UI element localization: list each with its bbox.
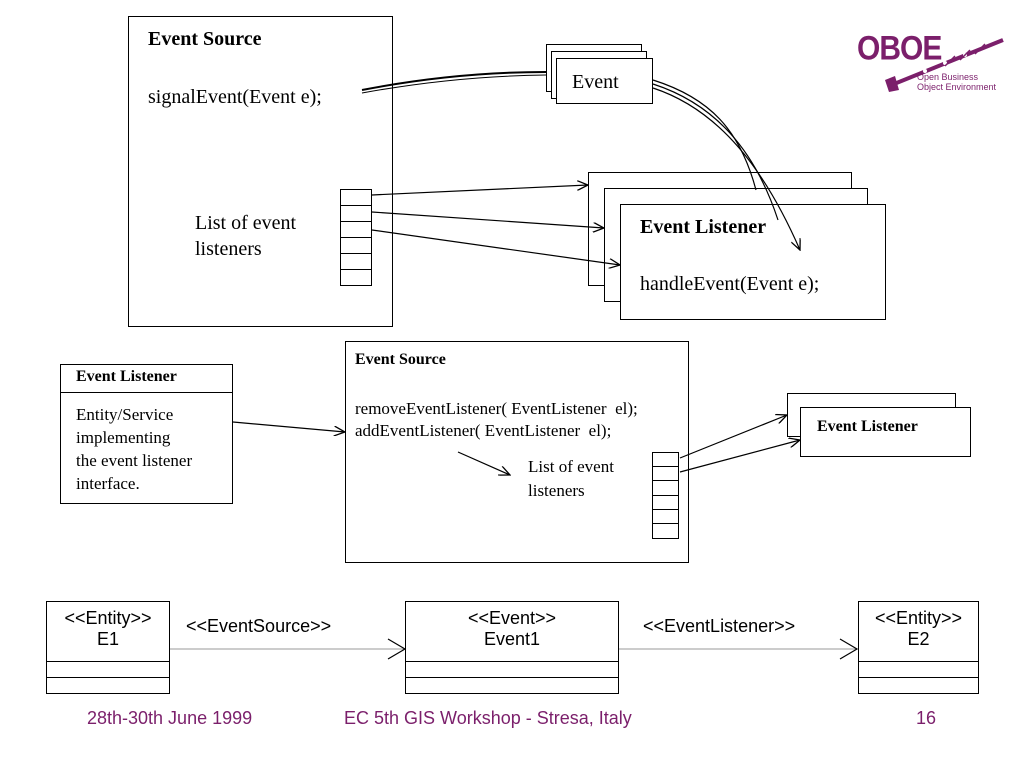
middle-listener-desc-4: interface. <box>76 474 140 493</box>
top-event-source-title: Event Source <box>148 28 262 50</box>
middle-event-source-title: Event Source <box>355 351 446 368</box>
event1-stereotype: <<Event>> <box>467 608 557 628</box>
middle-listener-desc-1: Entity/Service <box>76 405 174 424</box>
uml-entity-e2: <<Entity>> E2 <box>858 601 979 694</box>
footer-page-number: 16 <box>916 708 937 728</box>
oboe-logo-line2: Object Environment <box>917 82 997 92</box>
oboe-logo-name: OBOE <box>857 29 942 68</box>
event-box <box>556 58 653 104</box>
method-remove-listener: removeEventListener( EventListener el); <box>355 399 638 418</box>
top-list-label-1: List of event <box>195 212 297 234</box>
middle-right-listener-box <box>800 407 971 457</box>
uml-assoc-arrowhead-2 <box>839 638 859 660</box>
event1-name: Event1 <box>483 629 541 649</box>
top-listener-list-table <box>340 189 372 286</box>
top-list-label-2: listeners <box>195 238 262 260</box>
middle-listener-header-divider <box>60 392 233 393</box>
middle-list-label-2: listeners <box>528 481 585 500</box>
middle-right-listener-title: Event Listener <box>817 418 918 435</box>
e2-name: E2 <box>907 629 930 649</box>
footer-date: 28th-30th June 1999 <box>87 708 253 728</box>
uml-assoc-arrowhead-1 <box>387 638 407 660</box>
middle-list-to-listener-arrow-2 <box>679 440 800 473</box>
middle-listener-list-table <box>652 452 679 539</box>
assoc-event-source-label: <<EventSource>> <box>186 616 332 636</box>
e2-stereotype: <<Entity>> <box>874 608 963 628</box>
middle-listener-to-source-arrow <box>232 421 345 432</box>
middle-listener-desc-2: implementing <box>76 428 171 447</box>
e1-name: E1 <box>96 629 120 649</box>
assoc-event-listener-label: <<EventListener>> <box>643 616 796 636</box>
handle-event-method: handleEvent(Event e); <box>640 273 820 295</box>
top-signal-event-method: signalEvent(Event e); <box>148 86 322 108</box>
middle-event-source-box <box>345 341 689 563</box>
method-add-listener: addEventListener( EventListener el); <box>355 421 612 440</box>
middle-list-label-1: List of event <box>528 457 614 476</box>
event-label: Event <box>572 71 619 93</box>
top-event-listener-title: Event Listener <box>640 216 767 238</box>
top-list-arrow-3 <box>371 229 620 265</box>
top-list-arrow-2 <box>371 211 604 228</box>
top-list-arrow-1 <box>371 185 588 196</box>
middle-listener-desc-3: the event listener <box>76 451 193 470</box>
uml-entity-e1: <<Entity>> E1 <box>46 601 170 694</box>
uml-event-event1: <<Event>> Event1 <box>405 601 619 694</box>
middle-event-listener-box <box>60 364 233 504</box>
oboe-logo: OBOE Open Business Object Environment <box>855 28 1020 98</box>
e1-stereotype: <<Entity>> <box>64 608 152 628</box>
middle-list-to-listener-arrow-1 <box>679 415 787 459</box>
oboe-logo-line1: Open Business <box>917 72 979 82</box>
footer-event: EC 5th GIS Workshop - Stresa, Italy <box>344 708 632 728</box>
oboe-instrument-icon <box>885 38 1004 92</box>
middle-listener-header: Event Listener <box>76 368 177 385</box>
